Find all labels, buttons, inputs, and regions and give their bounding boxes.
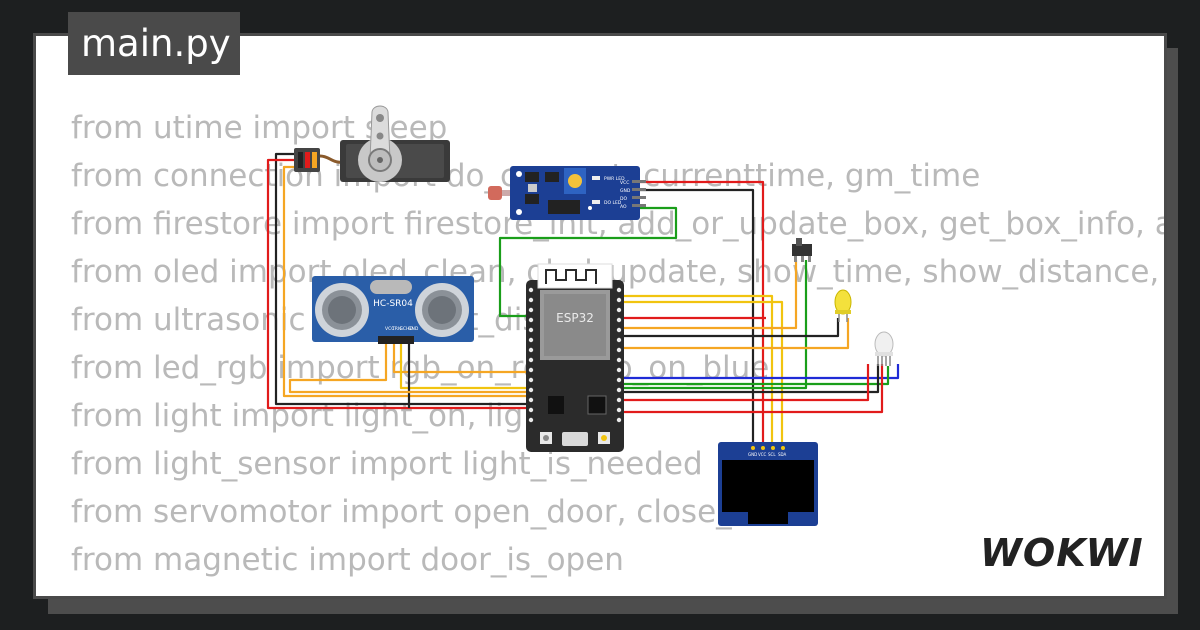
us-pin-label: TRIG	[391, 326, 403, 332]
ultrasonic-label: HC-SR04	[373, 299, 413, 309]
oled-pin-label: VCC	[758, 452, 767, 457]
code-line: from led_rgb import rgb_on_red, rgb_on_b…	[71, 350, 770, 386]
wire-ldr-vcc	[640, 180, 765, 448]
wokwi-logo: WOKWI	[980, 531, 1144, 575]
esp32-board: ESP32	[526, 263, 624, 452]
servo-motor	[294, 105, 450, 182]
brand-name: WOKWI	[980, 531, 1144, 575]
wire-us-trig	[392, 344, 530, 374]
wire-servo-vcc	[266, 158, 530, 410]
ldr-pin-label: AO	[620, 204, 627, 210]
code-line: from servomotor import open_door, close_…	[71, 494, 802, 530]
wire-rgb-blue	[624, 364, 900, 380]
wire-led-yellow-gnd	[624, 318, 840, 338]
oled-pin-label: SCL	[768, 452, 776, 457]
wire-ldr-do	[498, 206, 678, 318]
wire-oled-scl	[624, 294, 774, 448]
wire-servo-signal	[282, 165, 530, 398]
us-pin-label: VCC	[385, 326, 394, 332]
led-rgb	[874, 331, 894, 366]
wire-us-echo	[399, 344, 530, 390]
file-tab[interactable]: main.py	[68, 12, 240, 75]
ultrasonic-sensor: HC-SR04 VCC TRIG ECHO GND	[312, 276, 474, 344]
us-pin-label: GND	[408, 326, 419, 332]
ldr-pin-label: DO	[620, 196, 627, 202]
ldr-pin-label: VCC	[620, 180, 629, 186]
ldr-led-label: DO LED	[604, 200, 622, 206]
wire-led-yellow	[624, 318, 850, 350]
wires	[266, 152, 900, 448]
wire-rgb-green	[624, 366, 890, 386]
wire-rgb-red	[624, 364, 870, 402]
wire-servo-gnd	[274, 152, 530, 406]
led-yellow	[834, 289, 852, 322]
wire-rgb-gnd	[624, 364, 880, 394]
light-sensor-module: PWR LED DO LED VCC GND DO AO	[488, 166, 646, 220]
oled-pin-label: GND	[748, 452, 757, 457]
wire-red-main	[624, 364, 884, 414]
ldr-pin-label: GND	[620, 188, 631, 194]
esp32-label: ESP32	[556, 311, 594, 325]
wire-ldr-gnd	[640, 188, 755, 448]
wire-us-vcc	[288, 344, 530, 394]
wire-switch-a	[624, 260, 798, 330]
wire-switch-b	[624, 260, 808, 390]
ldr-led-label: PWR LED	[604, 176, 625, 182]
wire-oled-sda	[624, 300, 784, 448]
code-line: from magnetic import door_is_open	[71, 542, 624, 578]
slide-switch	[792, 238, 812, 262]
us-pin-label: ECHO	[400, 326, 413, 332]
oled-display: GND VCC SCL SDA	[718, 442, 818, 526]
oled-pin-label: SDA	[778, 452, 787, 457]
